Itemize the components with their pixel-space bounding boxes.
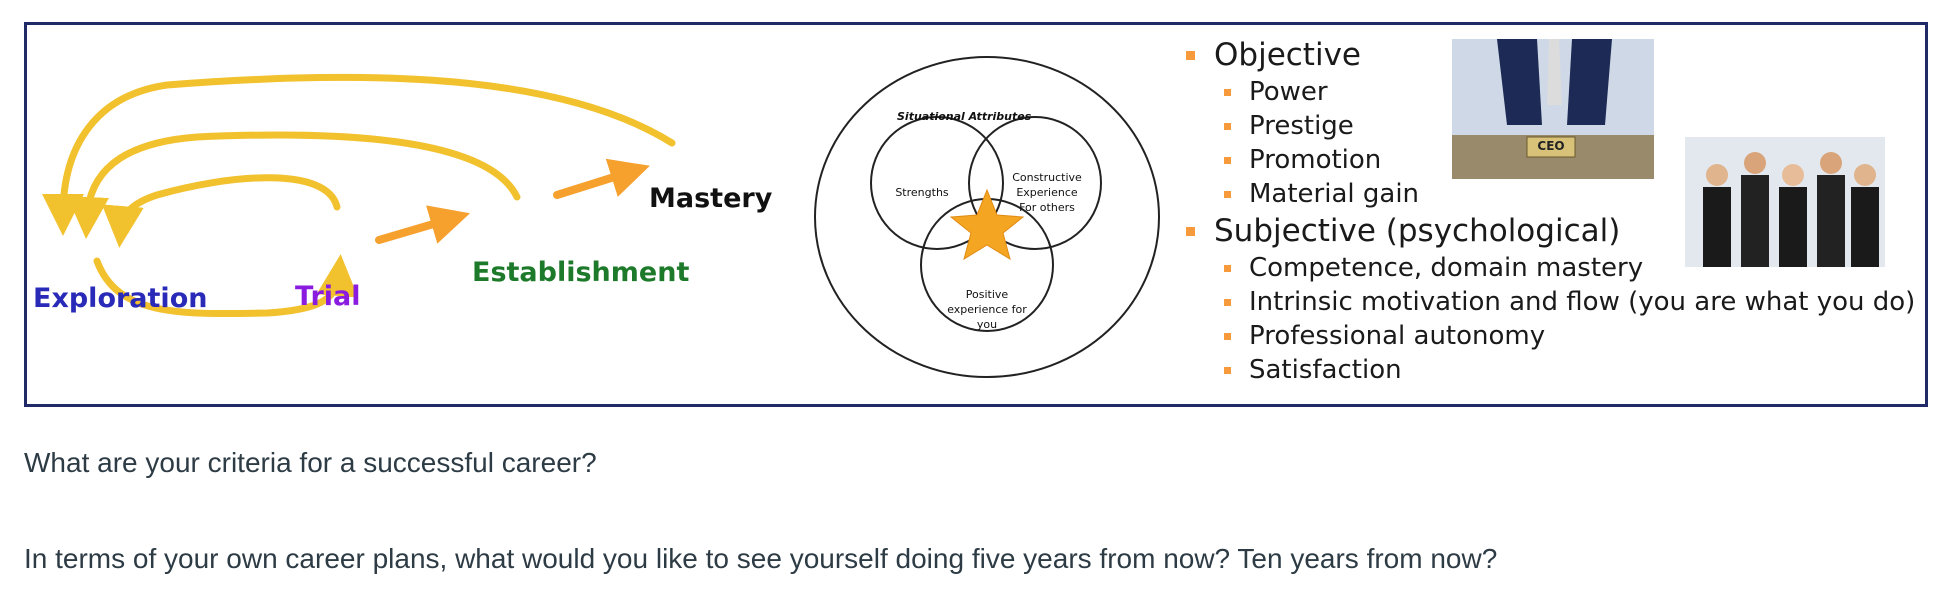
criteria-item: Professional autonomy <box>1184 319 1915 353</box>
arrow-trial-to-establishment <box>375 205 471 244</box>
question-career-plans: In terms of your own career plans, what … <box>24 543 1498 574</box>
criteria-subjective: Subjective (psychological) <box>1184 211 1915 251</box>
star-icon <box>949 188 1025 261</box>
arrow-establishment-to-mastery <box>553 158 650 199</box>
venn-outer-label: Situational Attributes <box>897 110 1032 123</box>
venn-label-right: Constructive Experience For others <box>1002 170 1092 215</box>
ceo-plaque-label: CEO <box>1537 139 1565 153</box>
criteria-item: Competence, domain mastery <box>1184 251 1915 285</box>
criteria-item: Power <box>1184 75 1915 109</box>
venn-bottom-line-1: Positive <box>965 288 1009 301</box>
venn-circle-left <box>870 116 1004 250</box>
criteria-item: Prestige <box>1184 109 1915 143</box>
ceo-image <box>1452 39 1654 179</box>
criteria-item: Intrinsic motivation and flow (you are w… <box>1184 285 1915 319</box>
arrow-establishment-to-exploration <box>67 131 521 239</box>
arrow-trial-to-exploration <box>101 174 341 248</box>
team-image <box>1685 137 1885 267</box>
stage-mastery: Mastery <box>649 183 773 214</box>
stage-exploration: Exploration <box>33 283 208 314</box>
venn-left-line: Strengths <box>895 186 949 199</box>
criteria-item: Material gain <box>1184 177 1915 211</box>
career-diagram-banner: Exploration Trial Establishment Mastery … <box>24 22 1928 407</box>
venn-circle-right <box>968 116 1102 250</box>
venn-label-bottom: Positive experience for you <box>942 287 1032 332</box>
venn-diagram <box>814 56 1160 378</box>
stage-establishment: Establishment <box>472 257 690 288</box>
stage-trial: Trial <box>295 281 361 312</box>
venn-right-line-1: Constructive <box>1012 171 1082 184</box>
venn-bottom-line-2: experience for <box>947 303 1027 316</box>
arrow-exploration-to-trial <box>93 254 359 318</box>
career-criteria-list: Objective Power Prestige Promotion Mater… <box>1184 35 1915 387</box>
venn-right-line-2: Experience <box>1016 186 1078 199</box>
criteria-item: Promotion <box>1184 143 1915 177</box>
criteria-objective: Objective <box>1184 35 1915 75</box>
question-success-criteria: What are your criteria for a successful … <box>24 447 597 478</box>
venn-outer-circle <box>814 56 1160 378</box>
career-stage-arrows <box>42 39 1885 378</box>
venn-bottom-line-3: you <box>976 318 998 331</box>
venn-right-line-3: For others <box>1019 201 1075 214</box>
criteria-item: Satisfaction <box>1184 353 1915 387</box>
arrow-mastery-to-exploration <box>42 73 676 236</box>
venn-label-left: Strengths <box>887 185 957 200</box>
